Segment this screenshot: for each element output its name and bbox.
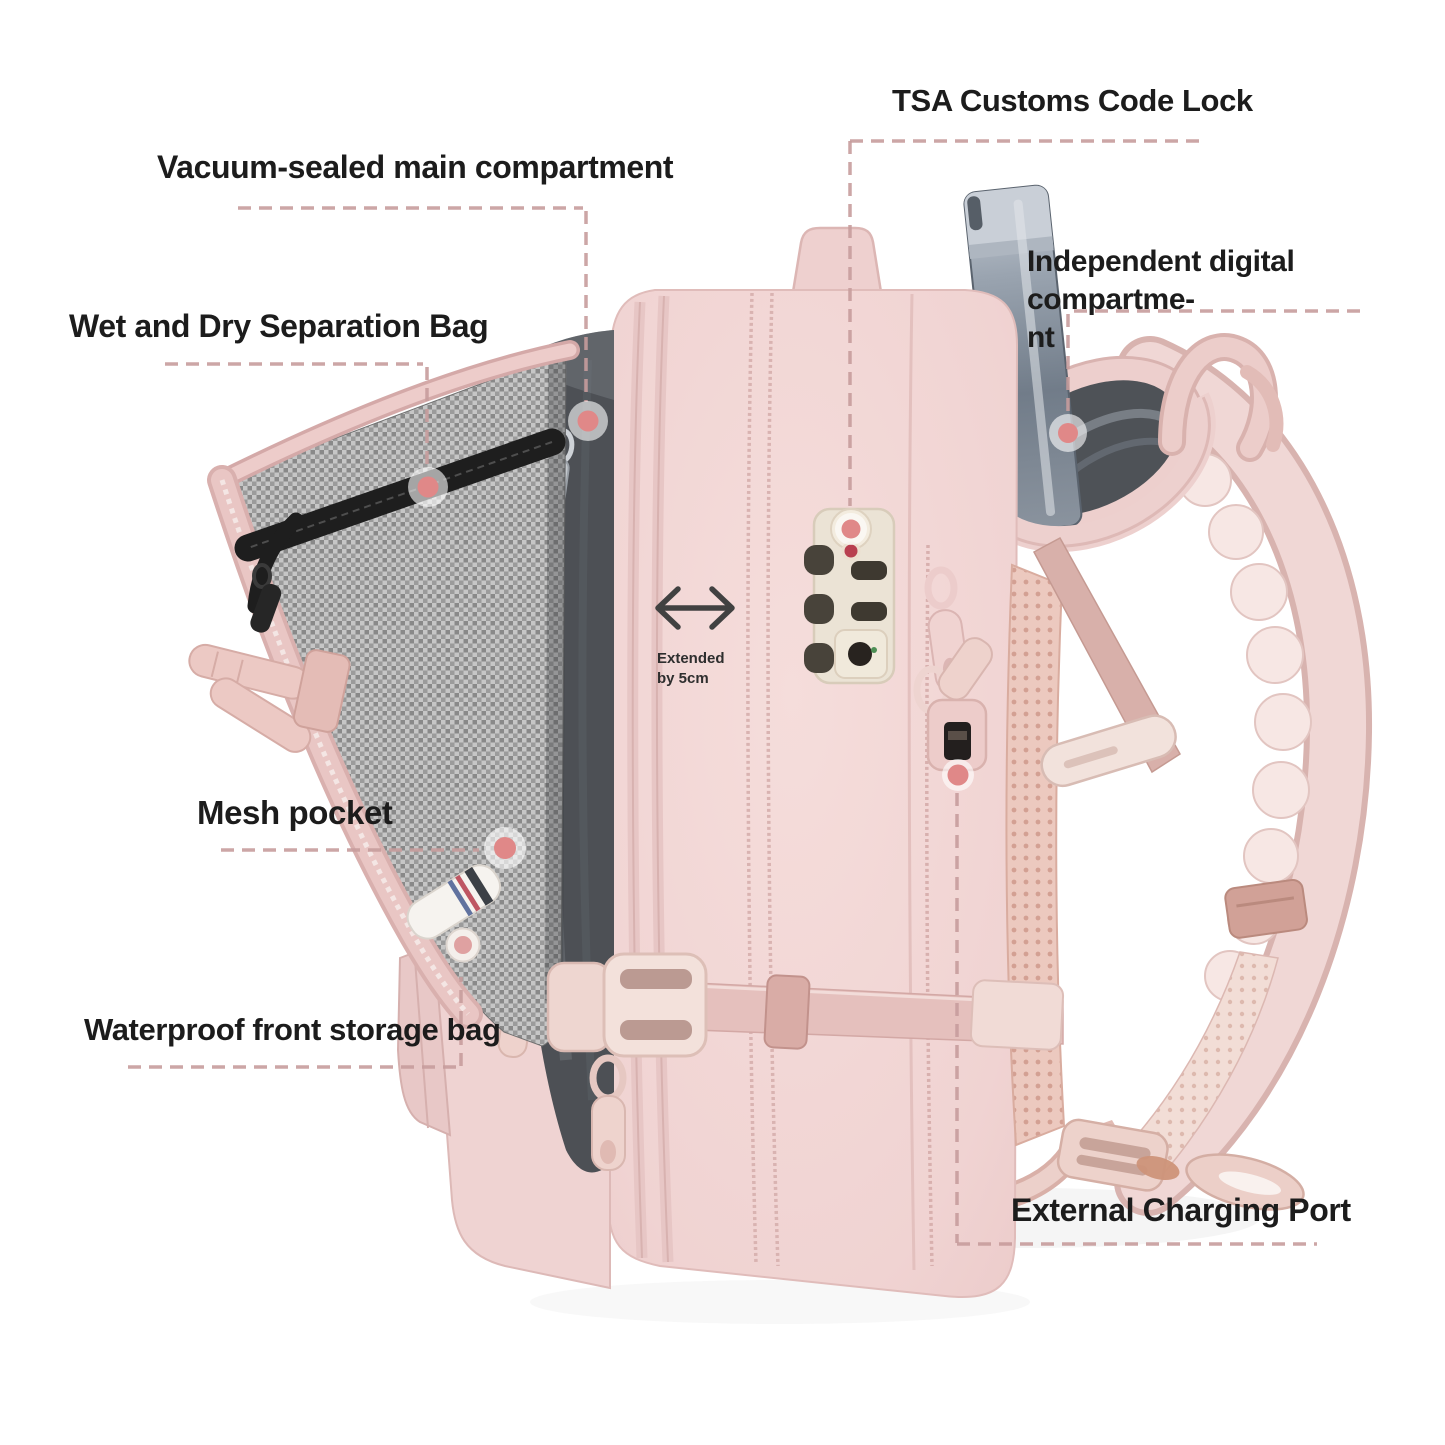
annotation-dots	[408, 401, 1087, 869]
back-panel-mesh	[1005, 563, 1066, 1147]
label-digital-compartment: Independent digital compartme- nt	[1027, 245, 1295, 354]
chest-webbing	[1032, 536, 1181, 788]
annotation-dot-charging	[942, 759, 974, 791]
annotation-dot-wetdry	[408, 467, 448, 507]
usb-slot	[944, 722, 971, 760]
top-handle	[791, 226, 883, 294]
expansion-zipper	[746, 292, 758, 1265]
label-tsa-lock: TSA Customs Code Lock	[892, 83, 1253, 118]
strap-toggle	[1040, 714, 1177, 788]
label-expansion-note: Extended by 5cm	[657, 650, 725, 687]
open-flap	[188, 340, 580, 1047]
strap-keeper	[1224, 878, 1308, 939]
flap-buckle-prongs	[188, 643, 351, 753]
bag-body	[606, 289, 1019, 1298]
leader-lines	[128, 139, 1360, 1246]
annotation-dot-vacuum	[568, 401, 608, 441]
compression-strap	[546, 952, 1065, 1171]
label-vacuum-compartment: Vacuum-sealed main compartment	[157, 149, 674, 185]
striped-tag	[406, 864, 502, 963]
lock-indicator	[841, 541, 861, 561]
grab-handle-loop	[1158, 333, 1284, 462]
label-waterproof-pocket: Waterproof front storage bag	[84, 1012, 501, 1047]
expand-arrow-icon	[655, 586, 735, 630]
label-wet-dry-bag: Wet and Dry Separation Bag	[69, 308, 489, 344]
label-mesh-pocket: Mesh pocket	[197, 794, 393, 831]
tsa-lock	[804, 507, 896, 685]
hanging-zipper-pull	[589, 1054, 627, 1171]
lock-keyhole	[848, 642, 872, 666]
annotation-dot-digital	[1049, 414, 1087, 452]
annotation-dot-tsa	[835, 513, 867, 545]
annotation-dot-mesh	[484, 827, 526, 869]
expansion-zipper	[766, 292, 780, 1267]
label-charging-port: External Charging Port	[1011, 1192, 1351, 1228]
usb-port	[913, 637, 993, 772]
side-release-buckle	[546, 952, 708, 1058]
